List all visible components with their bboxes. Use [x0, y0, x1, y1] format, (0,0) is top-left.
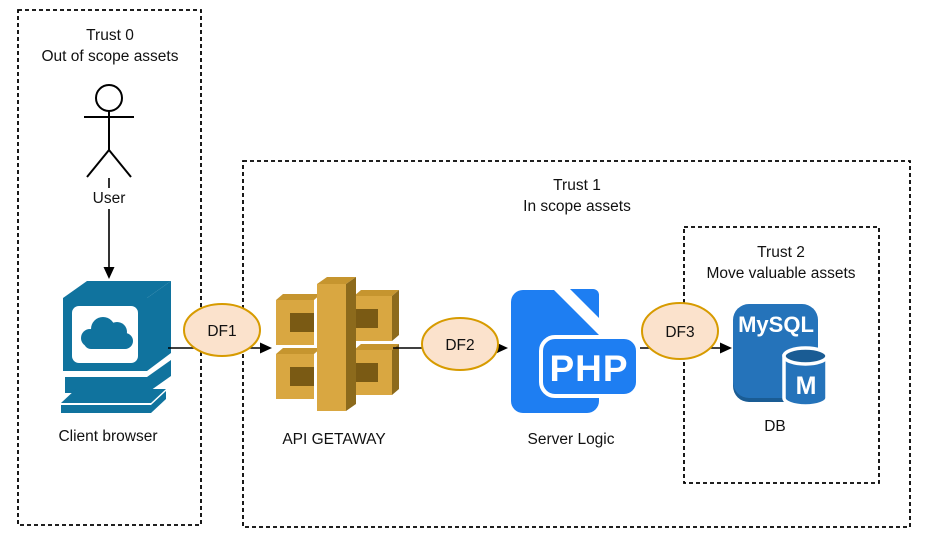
flow-node-df1[interactable]: DF1	[183, 303, 261, 357]
trust-zone-0-boundary[interactable]	[17, 9, 202, 526]
trust-zone-0-title: Trust 0	[86, 27, 134, 44]
trust-zone-1-subtitle: In scope assets	[523, 198, 631, 215]
api-gateway-label: API GETAWAY	[282, 431, 385, 448]
php-file-icon[interactable]: PHP	[511, 289, 640, 413]
trust-zone-1-title: Trust 1	[553, 177, 601, 194]
arrowhead-right-icon	[496, 342, 508, 354]
db-label: DB	[764, 418, 786, 435]
php-badge	[539, 335, 640, 398]
stick-figure-icon[interactable]	[84, 84, 134, 178]
mysql-m-glyph: M	[796, 372, 817, 400]
df1-label: DF1	[207, 323, 236, 340]
arrowhead-down-icon	[103, 267, 115, 279]
user-label: User	[93, 190, 126, 207]
folded-corner	[570, 289, 599, 318]
client-browser-label: Client browser	[58, 428, 157, 445]
database-cylinder: M	[782, 346, 829, 408]
df2-label: DF2	[445, 337, 474, 354]
trust-zone-2-subtitle: Move valuable assets	[706, 265, 855, 282]
aws-api-gateway-icon[interactable]	[276, 277, 399, 411]
arrowhead-right-icon	[720, 342, 732, 354]
server-logic-label: Server Logic	[527, 431, 614, 448]
trust-zone-2-title: Trust 2	[757, 244, 805, 261]
trust-zone-0-subtitle: Out of scope assets	[42, 48, 179, 65]
mysql-database-icon[interactable]: MySQL M	[733, 304, 829, 408]
arrowhead-right-icon	[260, 342, 272, 354]
flow-node-df2[interactable]: DF2	[421, 317, 499, 371]
edge-user-to-client[interactable]	[103, 209, 115, 279]
mysql-wordmark: MySQL	[738, 312, 814, 337]
computer-cloud-icon[interactable]	[61, 281, 171, 413]
php-badge-text: PHP	[549, 348, 628, 389]
df3-label: DF3	[665, 324, 694, 341]
cloud-glyph	[81, 317, 133, 349]
flow-node-df3[interactable]: DF3	[641, 302, 719, 360]
